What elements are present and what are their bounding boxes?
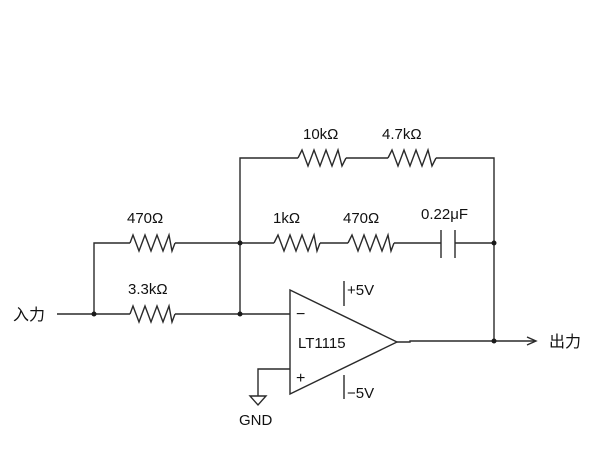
label-ground: GND xyxy=(239,412,273,429)
resistor-10k xyxy=(297,147,347,169)
wire-left-vertical xyxy=(93,242,130,314)
resistor-1k xyxy=(273,232,321,254)
label-10k: 10kΩ xyxy=(303,126,338,143)
resistor-470-mid xyxy=(347,232,395,254)
label-supply-pos: +5V xyxy=(347,282,374,299)
label-inverting-sign: − xyxy=(296,306,305,323)
wire-center-vertical xyxy=(239,157,298,314)
label-input: 入力 xyxy=(13,306,45,324)
wire-top-right xyxy=(436,157,495,341)
wire-ground xyxy=(257,368,290,396)
label-supply-neg: −5V xyxy=(347,385,374,402)
resistor-470-upper xyxy=(129,232,176,254)
junctions xyxy=(91,240,497,344)
ground-icon xyxy=(248,395,268,407)
wires xyxy=(57,157,538,399)
output-arrow-icon xyxy=(526,336,538,346)
opamp-triangle xyxy=(289,288,399,396)
label-470-upper: 470Ω xyxy=(127,210,163,227)
junction-right-mid xyxy=(491,240,497,246)
resistor-3-3k xyxy=(129,303,176,325)
resistor-4-7k xyxy=(387,147,437,169)
resistors xyxy=(129,147,437,325)
junction-output xyxy=(491,338,497,344)
label-output: 出力 xyxy=(549,333,581,351)
label-4-7k: 4.7kΩ xyxy=(382,126,422,143)
label-opamp: LT1115 xyxy=(298,335,346,352)
label-470-mid: 470Ω xyxy=(343,210,379,227)
label-3-3k: 3.3kΩ xyxy=(128,281,168,298)
wire-output xyxy=(397,340,535,343)
label-capacitor: 0.22μF xyxy=(421,206,468,223)
label-noninverting-sign: + xyxy=(296,370,305,387)
junction-input xyxy=(91,311,97,317)
junction-center-mid xyxy=(237,240,243,246)
capacitor-symbol xyxy=(440,230,456,258)
label-1k: 1kΩ xyxy=(273,210,300,227)
junction-center-low xyxy=(237,311,243,317)
